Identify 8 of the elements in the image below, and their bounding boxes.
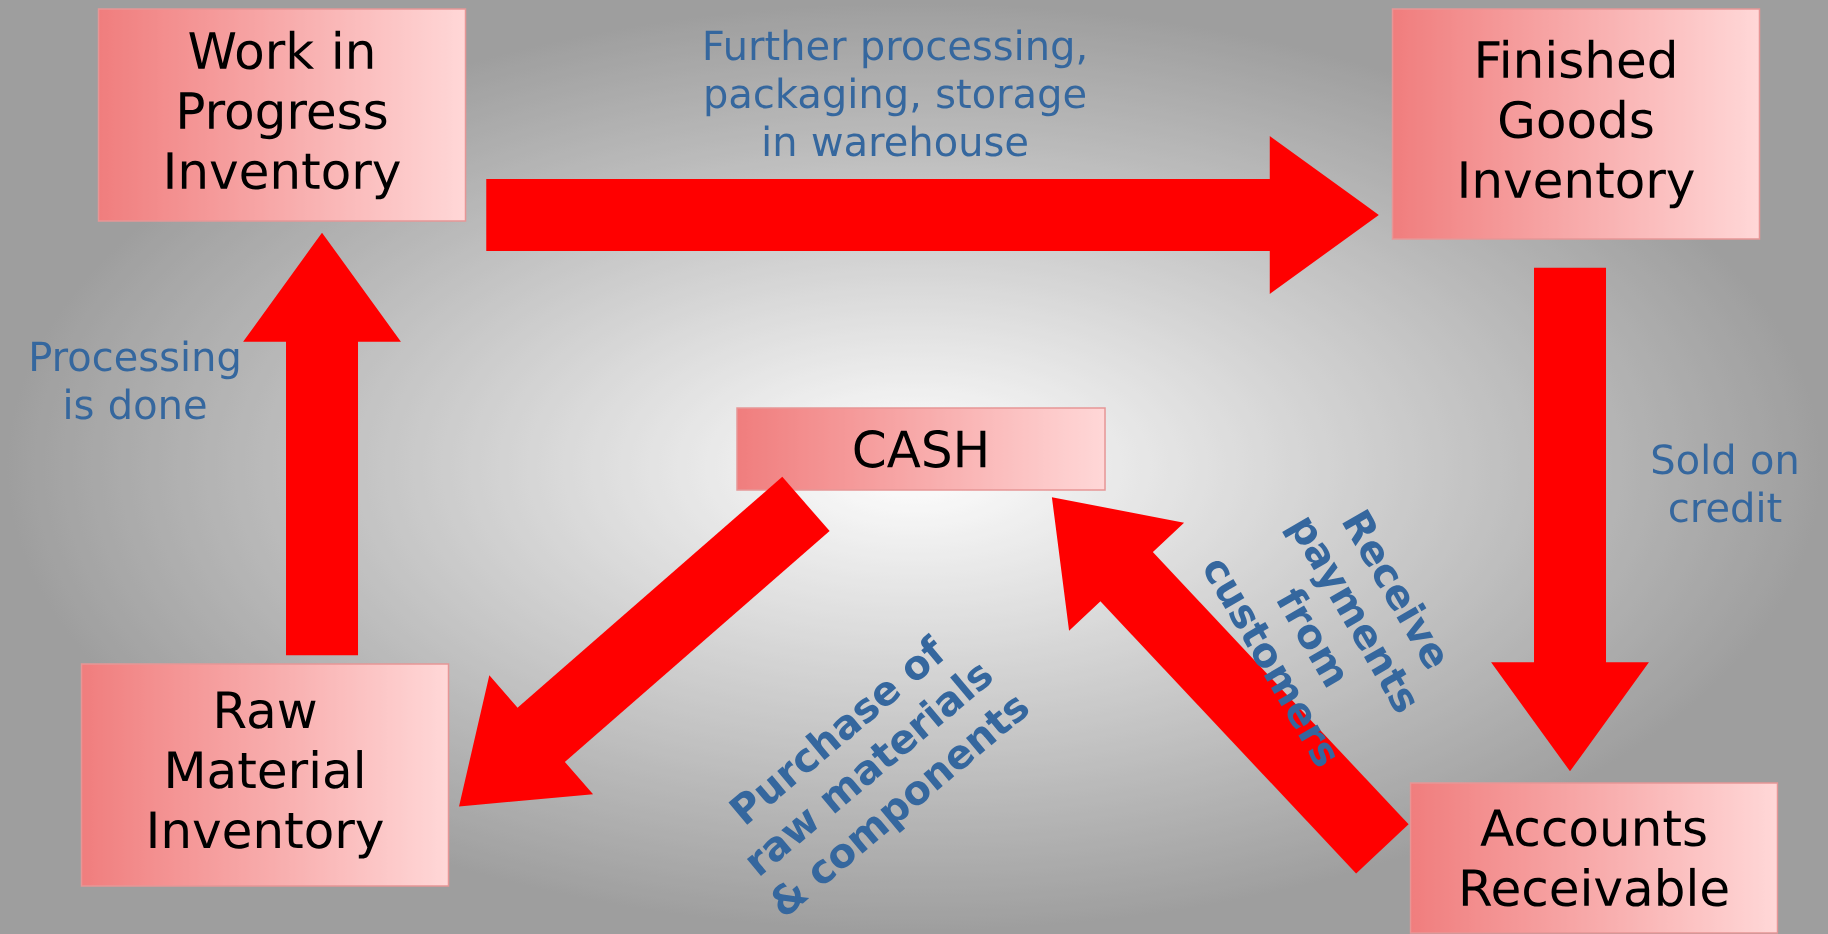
inventory-box: Raw Material Inventory — [80, 663, 450, 887]
edge-label: Sold on credit — [1652, 443, 1797, 523]
edge-label: Further processing, packaging, storage in warehouse — [705, 29, 1085, 157]
cash-box: CASH — [736, 407, 1106, 491]
inventory-box: Accounts Receivable — [1409, 782, 1779, 934]
inventory-box: Work in Progress Inventory — [97, 8, 467, 222]
inventory-box: Finished Goods Inventory — [1391, 8, 1761, 240]
edge-label: Processing is done — [32, 340, 239, 420]
